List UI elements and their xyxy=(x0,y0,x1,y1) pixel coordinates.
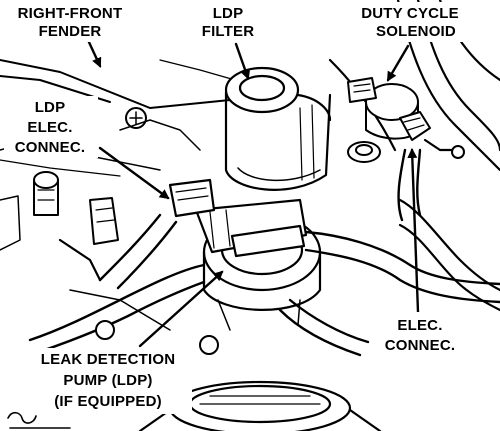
label-duty-cycle-line1: DUTY CYCLE xyxy=(361,5,459,22)
label-fender: RIGHT-FRONT FENDER xyxy=(8,2,140,42)
ldp-filter xyxy=(224,66,332,191)
leader-lines xyxy=(86,38,420,348)
bottom-squiggle xyxy=(7,411,71,429)
fender-leader xyxy=(86,38,102,68)
label-ldp-elec-line2: ELEC. xyxy=(27,119,72,136)
duty-cycle-solenoid xyxy=(347,77,465,222)
label-ldp-filter-line1: LDP xyxy=(213,5,244,22)
label-elec-connec: ELEC. CONNEC. xyxy=(370,312,470,356)
label-pump-line1: LEAK DETECTION xyxy=(41,351,175,368)
label-elec-connec-line1: ELEC. xyxy=(397,317,442,334)
label-ldp-elec: LDP ELEC. CONNEC. xyxy=(4,96,98,158)
filter-leader xyxy=(234,42,251,80)
label-fender-line2: FENDER xyxy=(39,23,102,40)
elec-connec-leader xyxy=(407,148,420,314)
label-pump-line2: PUMP (LDP) xyxy=(63,372,152,389)
label-ldp-elec-line3: CONNEC. xyxy=(15,139,86,156)
solenoid-leader xyxy=(386,44,410,82)
label-pump: LEAK DETECTION PUMP (LDP) (IF EQUIPPED) xyxy=(26,348,192,414)
leak-detection-pump xyxy=(168,178,322,331)
label-duty-cycle: DUTY CYCLE SOLENOID xyxy=(352,2,468,42)
label-ldp-filter-line2: FILTER xyxy=(202,23,255,40)
label-elec-connec-line2: CONNEC. xyxy=(385,337,456,354)
label-fender-line1: RIGHT-FRONT xyxy=(18,5,123,22)
label-duty-cycle-line2: SOLENOID xyxy=(376,23,456,40)
label-ldp-elec-line1: LDP xyxy=(35,99,66,116)
ldp-elec-leader xyxy=(98,146,170,200)
left-fittings xyxy=(33,171,219,355)
pump-hoses xyxy=(28,213,500,357)
label-ldp-filter: LDP FILTER xyxy=(198,2,264,42)
label-pump-line3: (IF EQUIPPED) xyxy=(54,393,162,410)
pump-leader xyxy=(138,270,224,348)
